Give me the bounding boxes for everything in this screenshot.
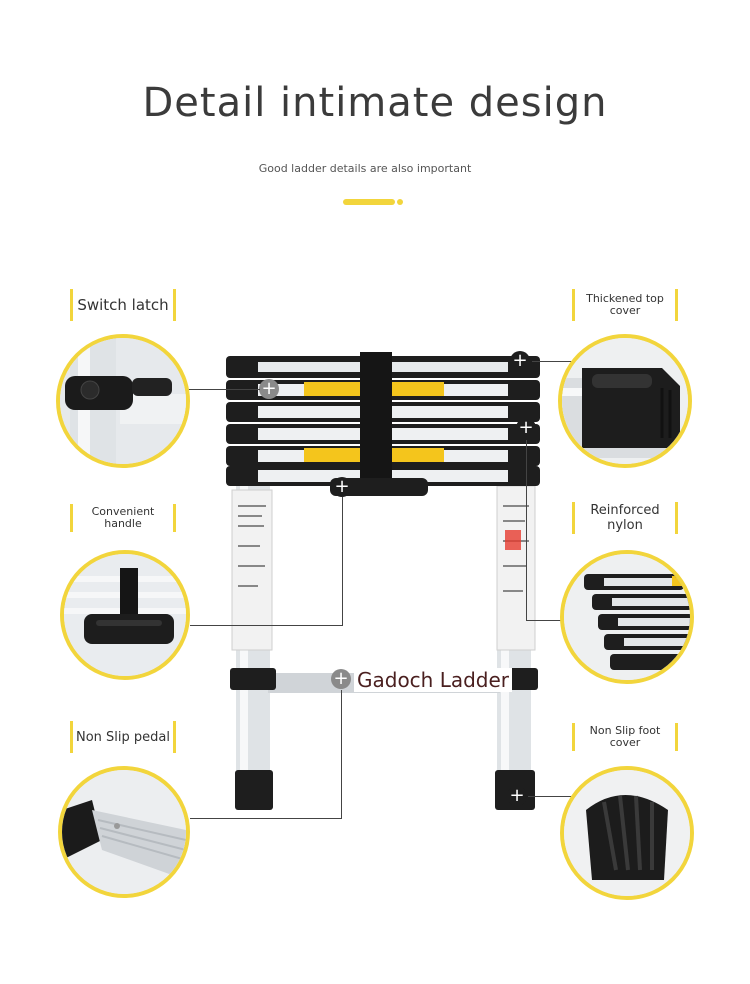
detail-circle-reinforced-nylon xyxy=(560,550,694,684)
label-switch-latch: Switch latch xyxy=(70,289,176,321)
label-non-slip-pedal: Non Slip pedal xyxy=(70,721,176,753)
top-cover-image xyxy=(562,338,688,464)
leader-top-cover xyxy=(532,361,574,362)
page-title: Detail intimate design xyxy=(142,80,608,126)
switch-latch-image xyxy=(60,338,186,464)
leader-nylon-v xyxy=(526,440,527,620)
detail-circle-handle xyxy=(60,550,190,680)
leader-foot-h xyxy=(528,796,572,797)
leader-pedal-h xyxy=(190,818,342,819)
label-thickened-top-cover: Thickened top cover xyxy=(572,289,678,321)
label-non-slip-foot-cover: Non Slip foot cover xyxy=(572,723,678,751)
pedal-image xyxy=(62,770,186,894)
marker-handle[interactable]: + xyxy=(332,477,352,497)
reinforced-nylon-image xyxy=(564,554,690,680)
detail-circle-top-cover xyxy=(558,334,692,468)
marker-foot-cover[interactable]: + xyxy=(507,786,527,806)
detail-circle-foot-cover xyxy=(560,766,694,900)
marker-switch-latch[interactable]: + xyxy=(259,379,279,399)
foot-cover-image xyxy=(564,770,690,896)
detail-circle-pedal xyxy=(58,766,190,898)
marker-top-cover[interactable]: + xyxy=(510,351,530,371)
leader-handle-h xyxy=(190,625,343,626)
leader-switch-latch xyxy=(186,389,260,390)
marker-pedal[interactable]: + xyxy=(331,669,351,689)
accent-dot xyxy=(397,199,403,205)
accent-bar xyxy=(343,199,395,205)
marker-reinforced-nylon[interactable]: + xyxy=(516,418,536,438)
label-reinforced-nylon: Reinforced nylon xyxy=(572,502,678,534)
leader-nylon-h xyxy=(526,620,566,621)
brand-name: Gadoch Ladder xyxy=(354,668,513,692)
handle-image xyxy=(64,554,186,676)
leader-handle-v xyxy=(342,497,343,625)
page-subtitle: Good ladder details are also important xyxy=(258,162,472,175)
detail-circle-switch-latch xyxy=(56,334,190,468)
label-convenient-handle: Convenient handle xyxy=(70,504,176,532)
leader-pedal-v xyxy=(341,690,342,818)
